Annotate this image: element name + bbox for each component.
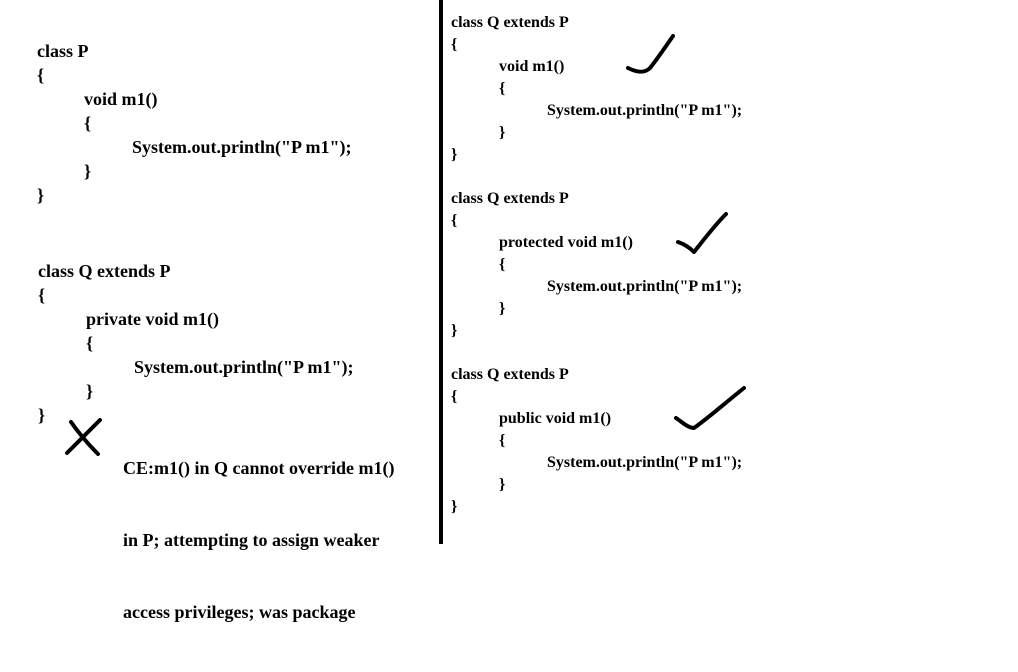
- class-header: class Q extends P: [451, 366, 569, 383]
- java-access-modifier-override-diagram: { "left": { "base_class": { "header": "c…: [37, 0, 746, 622]
- method-signature: void m1(): [499, 58, 565, 75]
- method-open-brace: {: [499, 256, 506, 273]
- class-header: class P: [37, 41, 89, 61]
- method-open-brace: {: [499, 80, 506, 97]
- check-mark-icon: [626, 34, 675, 74]
- method-signature: protected void m1(): [499, 234, 633, 251]
- method-open-brace: {: [86, 333, 94, 353]
- class-close-brace: }: [451, 146, 458, 163]
- method-close-brace: }: [499, 476, 506, 493]
- method-open-brace: {: [84, 113, 92, 133]
- class-close-brace: }: [38, 405, 46, 425]
- class-open-brace: {: [451, 36, 458, 53]
- check-mark-icon: [676, 212, 728, 254]
- method-statement: System.out.println("P m1");: [547, 278, 743, 295]
- method-close-brace: }: [84, 161, 92, 181]
- method-close-brace: }: [499, 124, 506, 141]
- error-line: in P; attempting to assign weaker: [123, 530, 380, 550]
- class-header: class Q extends P: [451, 14, 569, 31]
- method-signature: void m1(): [84, 89, 158, 109]
- class-open-brace: {: [451, 388, 458, 405]
- cross-mark-icon: [65, 418, 102, 456]
- class-close-brace: }: [451, 322, 458, 339]
- class-close-brace: }: [37, 185, 45, 205]
- vertical-divider: [439, 0, 443, 544]
- method-statement: System.out.println("P m1");: [132, 137, 352, 157]
- method-statement: System.out.println("P m1");: [547, 454, 743, 471]
- method-signature: public void m1(): [499, 410, 612, 427]
- compile-error-message: CE:m1() in Q cannot override m1() in P; …: [123, 408, 394, 672]
- class-open-brace: {: [451, 212, 458, 229]
- error-line: CE:m1() in Q cannot override m1(): [123, 458, 395, 478]
- class-header: class Q extends P: [451, 190, 569, 207]
- class-open-brace: {: [38, 285, 46, 305]
- check-mark-icon: [674, 386, 746, 430]
- class-open-brace: {: [37, 65, 45, 85]
- method-statement: System.out.println("P m1");: [134, 357, 354, 377]
- method-close-brace: }: [86, 381, 94, 401]
- method-signature: private void m1(): [86, 309, 219, 329]
- error-line: access privileges; was package: [123, 602, 356, 622]
- method-open-brace: {: [499, 432, 506, 449]
- class-header: class Q extends P: [38, 261, 171, 281]
- method-close-brace: }: [499, 300, 506, 317]
- method-statement: System.out.println("P m1");: [547, 102, 743, 119]
- class-close-brace: }: [451, 498, 458, 515]
